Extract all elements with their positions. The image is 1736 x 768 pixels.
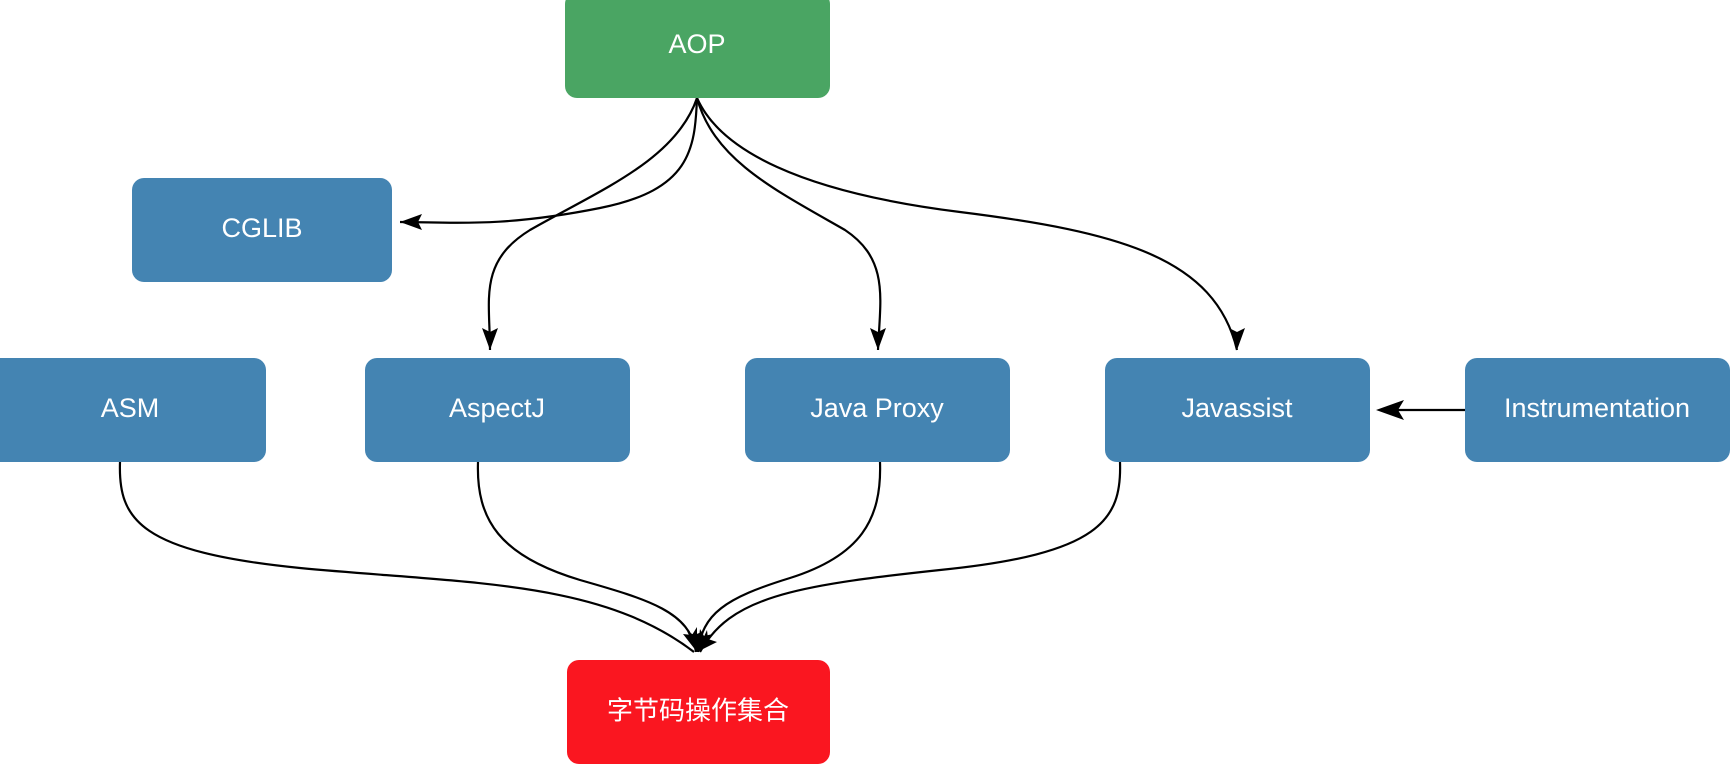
node-shape[interactable] [132,178,392,282]
node-shape[interactable] [0,358,266,462]
edge-aop-cglib [399,97,699,230]
arrowhead-icon [482,328,498,350]
node-javassist[interactable]: Javassist [1105,358,1370,462]
edge-line [487,97,699,351]
node-cglib[interactable]: CGLIB [132,178,392,282]
edge-asm-bytecode [118,461,697,653]
node-aspectj[interactable]: AspectJ [365,358,630,462]
node-shape[interactable] [1465,358,1730,462]
edge-instrumentation-javassist [1376,400,1465,420]
arrowhead-icon [1229,328,1245,350]
node-shape[interactable] [1105,358,1370,462]
arrowhead-icon [400,214,422,230]
node-asm[interactable]: ASM [0,358,266,462]
edge-aop-aspectj [482,97,699,351]
edges-layer [118,97,1465,653]
edge-line [695,97,1239,351]
edge-javassist-bytecode [697,461,1122,653]
edge-line [699,461,1122,653]
node-instrumentation[interactable]: Instrumentation [1465,358,1730,462]
edge-aop-javassist [695,97,1245,351]
node-shape[interactable] [565,0,830,98]
node-javaproxy[interactable]: Java Proxy [745,358,1010,462]
edge-line [695,97,882,351]
node-aop[interactable]: AOP [565,0,830,98]
arrowhead-icon [697,630,717,652]
edge-line [476,461,698,653]
edge-line [118,461,695,653]
node-shape[interactable] [567,660,830,764]
arrowhead-icon [1376,400,1404,420]
arrowhead-icon [683,627,697,652]
edge-line [399,97,699,224]
node-shape[interactable] [745,358,1010,462]
edge-aop-javaproxy [695,97,886,351]
arrowhead-icon [870,328,886,350]
edge-line [696,461,882,653]
node-bytecode[interactable]: 字节码操作集合 [567,660,830,764]
node-shape[interactable] [365,358,630,462]
edge-aspectj-bytecode [476,461,702,653]
